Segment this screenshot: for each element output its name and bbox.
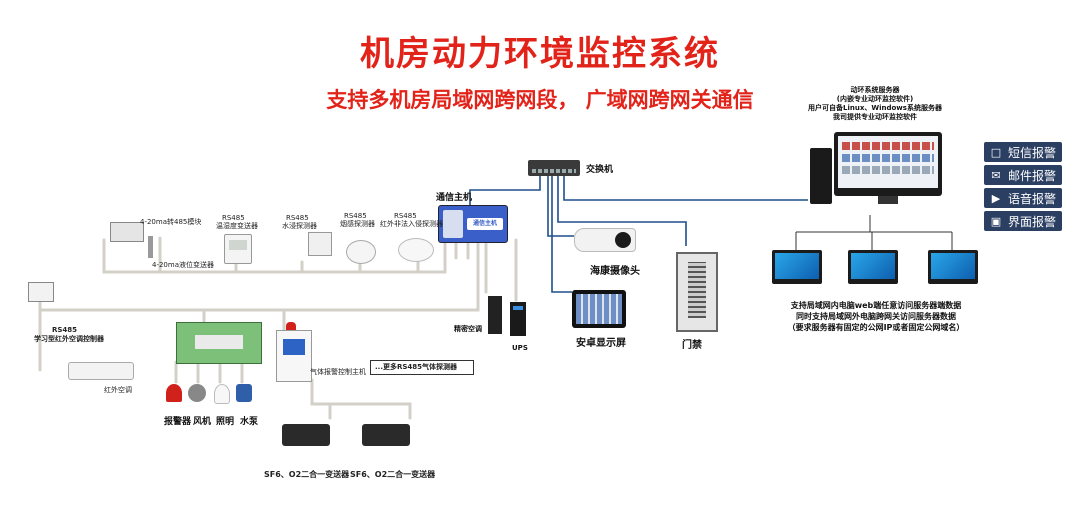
ir-detector <box>398 238 434 262</box>
lan-description: 支持局域网内电脑web端任意访问服务器端数据 同时支持局域网外电脑跨网关访问服务… <box>760 300 992 333</box>
more-gas-sensors-box: ...更多RS485气体探测器 <box>370 360 474 375</box>
network-switch <box>528 160 580 176</box>
gas-host-label: 气体报警控制主机 <box>310 368 366 376</box>
smoke-name-label: 烟感探测器 <box>340 220 375 228</box>
ac-ctrl-rs485-label: RS485 <box>52 326 78 334</box>
mail-icon: ✉ <box>991 168 1001 182</box>
screen-alert-button[interactable]: ▣ 界面报警 <box>984 211 1062 231</box>
server-monitor <box>834 132 942 196</box>
lan-line3: （要求服务器有固定的公网IP或者固定公网域名） <box>787 323 965 332</box>
relay-controller <box>176 322 262 364</box>
switch-label: 交换机 <box>586 165 614 175</box>
split-ac-unit <box>68 362 134 380</box>
fan-label: 风机 <box>193 417 212 427</box>
page-subtitle: 支持多机房局域网跨网段， 广域网跨网关通信 <box>326 88 754 112</box>
door-label: 门禁 <box>682 340 702 351</box>
ir-rs485-label: RS485 <box>394 212 417 220</box>
water-sensor <box>308 232 332 256</box>
precision-ac <box>488 296 502 334</box>
water-name-label: 水浸探测器 <box>282 222 317 230</box>
gas-sensor1-label: SF6、O2二合一变送器 <box>264 470 350 479</box>
lan-line1: 支持局域网内电脑web端任意访问服务器端数据 <box>790 301 962 310</box>
split-ac-label: 红外空调 <box>104 386 132 394</box>
transmitter-4-20-label: 4-20ma液位变送器 <box>152 261 214 269</box>
fan <box>188 384 206 402</box>
speaker-icon: ▶ <box>991 191 1001 205</box>
lan-line2: 同时支持局域网外电脑跨网关访问服务器数据 <box>796 312 956 321</box>
gas-sensor-1 <box>282 424 330 446</box>
water-pump <box>236 384 252 402</box>
pump-label: 水泵 <box>240 417 259 427</box>
screen-alert-label: 界面报警 <box>1008 214 1057 229</box>
gas-sensor2-label: SF6、O2二合一变送器 <box>350 470 436 479</box>
communication-host: 通信主机 <box>438 205 508 243</box>
sms-alert-label: 短信报警 <box>1008 145 1057 160</box>
gas-alarm-host <box>276 330 312 382</box>
server-line4: 我司提供专业动环监控软件 <box>833 113 917 121</box>
level-transmitter <box>148 236 153 258</box>
voice-alert-button[interactable]: ▶ 语音报警 <box>984 188 1062 208</box>
light-label: 照明 <box>216 417 235 427</box>
4-20ma-module <box>110 222 144 242</box>
lan-pc-2 <box>848 250 898 284</box>
light-bulb <box>214 384 230 404</box>
ups-label: UPS <box>512 344 528 352</box>
temp-name-label: 温湿度变送器 <box>216 222 258 230</box>
lan-pc-3 <box>928 250 978 284</box>
voice-alert-label: 语音报警 <box>1008 191 1057 206</box>
server-line1: 动环系统服务器 <box>850 86 900 94</box>
ups <box>510 302 526 336</box>
server-description: 动环系统服务器 (内嵌专业动环监控软件) 用户可自备Linux、Windows系… <box>790 86 960 122</box>
host-screen-text: 通信主机 <box>467 218 503 230</box>
email-alert-label: 邮件报警 <box>1008 168 1057 183</box>
camera-label: 海康摄像头 <box>590 266 640 277</box>
page-title: 机房动力环境监控系统 <box>360 34 720 74</box>
server-line2: (内嵌专业动环监控软件) <box>836 95 914 103</box>
gas-host-beacon <box>286 322 296 330</box>
alarm-label: 报警器 <box>164 417 192 427</box>
door-access <box>676 252 718 332</box>
temp-rs485-label: RS485 <box>222 214 245 222</box>
lan-pc-1 <box>772 250 822 284</box>
alarm-siren <box>166 384 182 402</box>
smoke-rs485-label: RS485 <box>344 212 367 220</box>
water-rs485-label: RS485 <box>286 214 309 222</box>
server-tower <box>810 148 832 204</box>
ac-ctrl-name-label: 学习型红外空调控制器 <box>34 335 104 343</box>
monitor-icon: ▣ <box>990 214 1002 228</box>
android-label: 安卓显示屏 <box>576 338 626 349</box>
module-4-20-label: 4-20ma转485模块 <box>140 218 202 226</box>
server-line3: 用户可自备Linux、Windows系统服务器 <box>808 104 942 112</box>
ir-name-label: 红外非法入侵探测器 <box>380 220 443 228</box>
android-display <box>572 290 626 328</box>
ac-ir-controller <box>28 282 54 302</box>
message-icon: □ <box>990 145 1002 159</box>
sms-alert-button[interactable]: □ 短信报警 <box>984 142 1062 162</box>
host-label: 通信主机 <box>436 193 473 203</box>
ac-label: 精密空调 <box>454 325 482 333</box>
monitor-stand <box>878 196 898 204</box>
email-alert-button[interactable]: ✉ 邮件报警 <box>984 165 1062 185</box>
temp-humidity-sensor <box>224 234 252 264</box>
smoke-detector <box>346 240 376 264</box>
gas-sensor-2 <box>362 424 410 446</box>
more-gas-label: ...更多RS485气体探测器 <box>375 363 458 371</box>
hikvision-camera <box>574 228 636 252</box>
